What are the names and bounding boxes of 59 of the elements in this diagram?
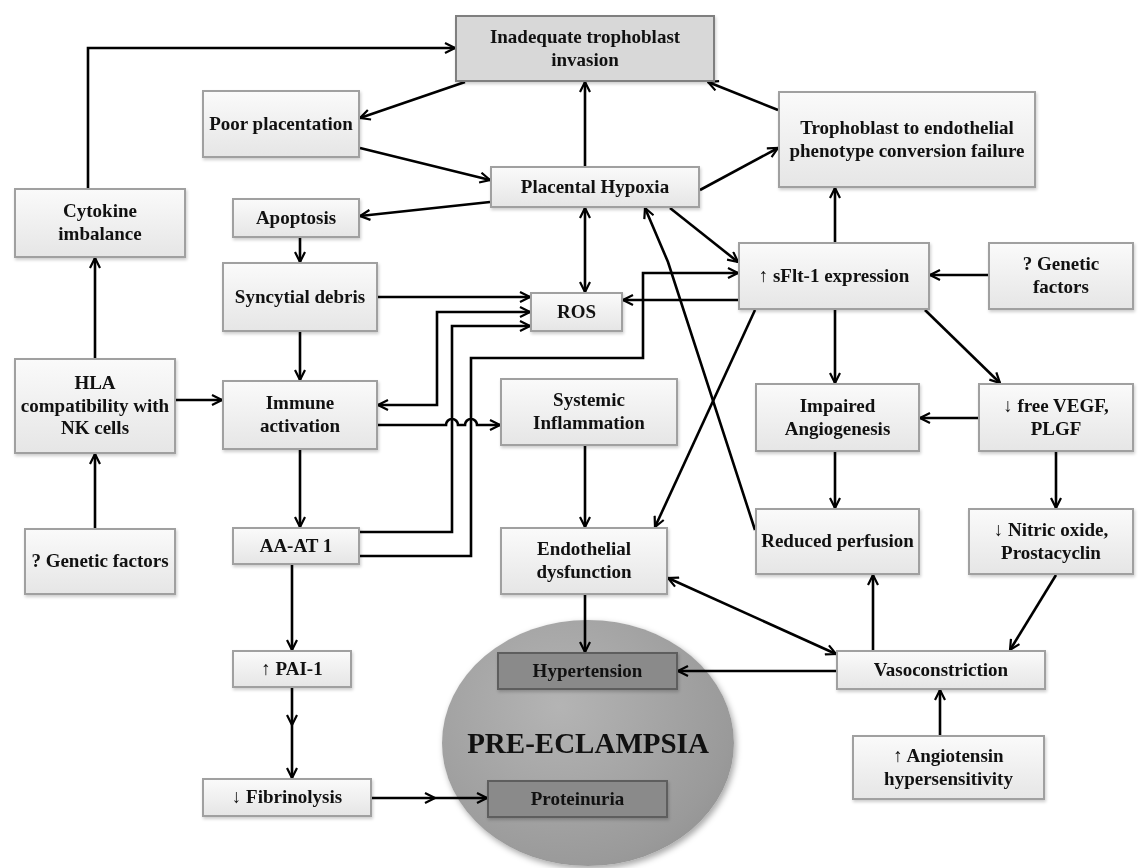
process-box: Inadequate trophoblast invasion: [455, 15, 715, 82]
process-box: ↑ Angiotensin hypersensitivity: [852, 735, 1045, 800]
arrow: [933, 688, 947, 735]
arrow: [924, 309, 1002, 385]
arrow: [706, 79, 779, 112]
process-box: ↑ PAI-1: [232, 650, 352, 688]
process-box: Systemic Inflammation: [500, 378, 678, 446]
arrow: [699, 146, 780, 192]
process-box: ↓ Fibrinolysis: [202, 778, 372, 817]
arrow: [359, 146, 492, 184]
process-box: ↓ free VEGF, PLGF: [978, 383, 1134, 452]
process-box: Hypertension: [497, 652, 678, 690]
ellipse-title: PRE-ECLAMPSIA: [466, 726, 710, 761]
process-box: Impaired Angiogenesis: [755, 383, 920, 452]
process-box: Apoptosis: [232, 198, 360, 238]
arrow: [1049, 452, 1063, 510]
arrow: [669, 207, 740, 264]
process-box: Syncytial debris: [222, 262, 378, 332]
process-box: Immune activation: [222, 380, 378, 450]
arrow: [643, 206, 757, 531]
arrow: [88, 256, 102, 358]
arrow: [176, 393, 224, 407]
arrow: [653, 309, 757, 529]
arrow: [378, 290, 532, 304]
arrow: [372, 792, 487, 804]
process-box: ROS: [530, 292, 623, 332]
process-box: ? Genetic factors: [24, 528, 176, 595]
arrow: [828, 186, 842, 242]
process-box: Cytokine imbalance: [14, 188, 186, 258]
process-box: Vasoconstriction: [836, 650, 1046, 690]
arrow: [293, 332, 307, 382]
process-box: Proteinuria: [487, 780, 668, 818]
arrow: [578, 595, 592, 654]
arrow: [578, 206, 592, 294]
process-box: Endothelial dysfunction: [500, 527, 668, 595]
arrow: [88, 452, 102, 528]
process-box: ? Genetic factors: [988, 242, 1134, 310]
arrow: [378, 417, 502, 432]
process-box: Trophoblast to endothelial phenotype conversion failure: [778, 91, 1036, 188]
arrow: [828, 310, 842, 385]
arrow: [578, 80, 592, 166]
arrow: [828, 452, 842, 510]
arrow: [86, 41, 457, 188]
process-box: Reduced perfusion: [755, 508, 920, 575]
process-box: ↓ Nitric oxide, Prostacyclin: [968, 508, 1134, 575]
arrow: [1008, 574, 1058, 652]
process-box: ↑ sFlt-1 expression: [738, 242, 930, 310]
arrow: [285, 565, 299, 652]
arrow: [360, 319, 532, 534]
arrow: [293, 450, 307, 529]
arrow: [360, 266, 740, 558]
arrow: [286, 688, 298, 778]
process-box: Placental Hypoxia: [490, 166, 700, 208]
process-box: HLA compatibility with NK cells: [14, 358, 176, 454]
arrow: [578, 446, 592, 529]
arrow: [293, 238, 307, 264]
arrow: [866, 573, 880, 650]
process-box: Poor placentation: [202, 90, 360, 158]
process-box: AA-AT 1: [232, 527, 360, 565]
